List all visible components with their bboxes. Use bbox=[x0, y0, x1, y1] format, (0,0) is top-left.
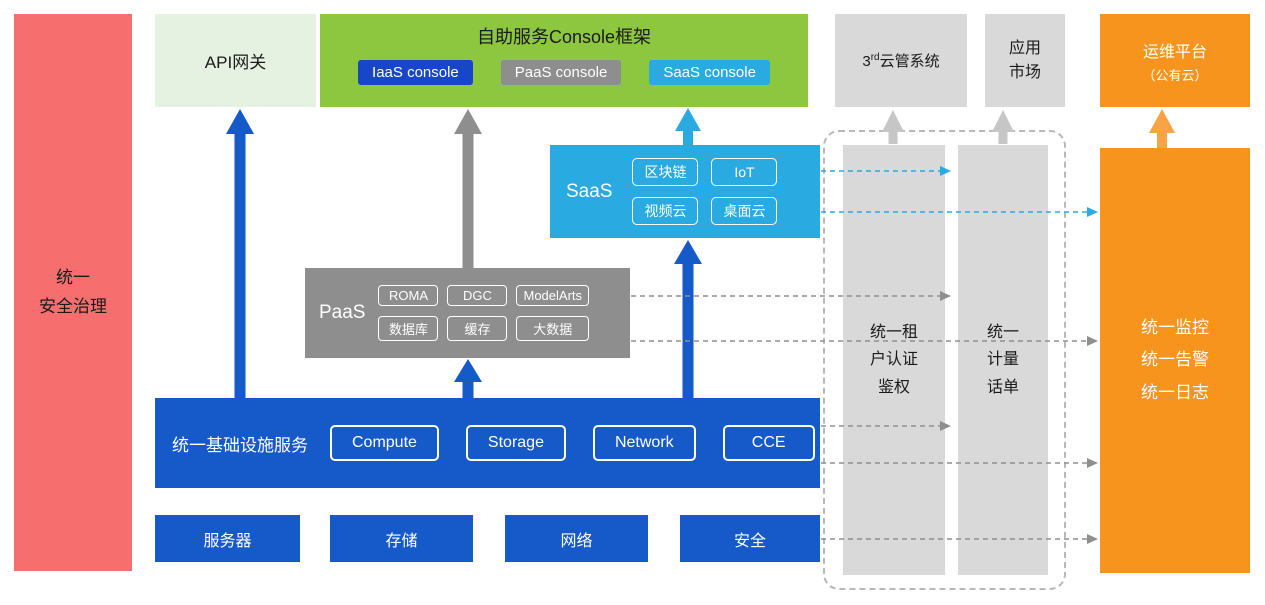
metering-billing-bar: 统一 计量 话单 bbox=[958, 145, 1048, 575]
paas-item-bigdata: 大数据 bbox=[516, 316, 590, 341]
console-chip-row: IaaS console PaaS console SaaS console bbox=[358, 60, 770, 85]
resource-storage-box: 存储 bbox=[330, 515, 473, 562]
arrow-infra-to-paas bbox=[454, 359, 482, 398]
iaas-console-chip: IaaS console bbox=[358, 60, 473, 85]
saas-box: SaaS 区块链 IoT 视频云 桌面云 bbox=[550, 145, 820, 238]
arrow-infra-to-api-gateway bbox=[226, 109, 254, 398]
tenant-services-dashed-container bbox=[823, 130, 1066, 590]
console-frame-box: 自助服务Console框架 IaaS console PaaS console … bbox=[320, 14, 808, 107]
saas-item-grid: 区块链 IoT 视频云 桌面云 bbox=[632, 158, 778, 225]
infrastructure-box: 统一基础设施服务 Compute Storage Network CCE bbox=[155, 398, 820, 488]
saas-item-iot: IoT bbox=[711, 158, 778, 186]
resource-security-box: 安全 bbox=[680, 515, 820, 562]
arrow-monitor-to-ops-platform bbox=[1149, 109, 1175, 148]
api-gateway-label: API网关 bbox=[204, 53, 267, 72]
monitor-alarm-log-bar: 统一监控 统一告警 统一日志 bbox=[1100, 148, 1250, 573]
paas-item-database: 数据库 bbox=[378, 316, 439, 341]
paas-console-chip: PaaS console bbox=[500, 60, 622, 85]
paas-label: PaaS bbox=[319, 302, 366, 323]
infra-item-storage: Storage bbox=[465, 425, 566, 461]
paas-item-cache: 缓存 bbox=[447, 316, 508, 341]
infra-item-compute: Compute bbox=[330, 425, 439, 461]
arrow-paas-to-console bbox=[454, 109, 482, 268]
resource-server-box: 服务器 bbox=[155, 515, 300, 562]
security-governance-bar: 统一 安全治理 bbox=[14, 14, 132, 571]
infra-item-cce: CCE bbox=[722, 425, 815, 461]
security-governance-label: 统一 安全治理 bbox=[39, 267, 107, 316]
third-party-cloud-box: 3rd云管系统 bbox=[835, 14, 967, 107]
paas-item-grid: ROMA DGC ModelArts 数据库 缓存 大数据 bbox=[378, 285, 590, 341]
app-market-label: 应用 市场 bbox=[1008, 39, 1041, 81]
ops-platform-box: 运维平台 （公有云） bbox=[1100, 14, 1250, 107]
saas-console-chip: SaaS console bbox=[649, 60, 770, 85]
ops-platform-subtitle: （公有云） bbox=[1142, 67, 1208, 83]
tenant-auth-label: 统一租 户认证 鉴权 bbox=[869, 324, 918, 396]
saas-item-desktop-cloud: 桌面云 bbox=[711, 197, 778, 225]
api-gateway-box: API网关 bbox=[155, 14, 316, 107]
saas-label: SaaS bbox=[566, 180, 613, 202]
resource-network-box: 网络 bbox=[505, 515, 648, 562]
infrastructure-item-row: Compute Storage Network CCE bbox=[330, 425, 815, 461]
infrastructure-label: 统一基础设施服务 bbox=[172, 435, 308, 455]
saas-item-blockchain: 区块链 bbox=[632, 158, 699, 186]
console-frame-title: 自助服务Console框架 bbox=[476, 27, 652, 47]
third-party-cloud-label: 3rd云管系统 bbox=[862, 52, 940, 70]
paas-item-modelarts: ModelArts bbox=[516, 285, 590, 306]
arrow-saas-to-console bbox=[675, 108, 701, 146]
paas-box: PaaS ROMA DGC ModelArts 数据库 缓存 大数据 bbox=[305, 268, 630, 358]
arrow-infra-to-saas bbox=[674, 240, 702, 398]
infra-item-network: Network bbox=[592, 425, 696, 461]
paas-item-roma: ROMA bbox=[378, 285, 439, 306]
app-market-box: 应用 市场 bbox=[985, 14, 1065, 107]
ops-platform-title: 运维平台 bbox=[1142, 43, 1207, 61]
paas-item-dgc: DGC bbox=[447, 285, 508, 306]
saas-item-video-cloud: 视频云 bbox=[632, 197, 699, 225]
tenant-auth-bar: 统一租 户认证 鉴权 bbox=[843, 145, 945, 575]
monitor-alarm-log-label: 统一监控 统一告警 统一日志 bbox=[1141, 318, 1209, 402]
metering-billing-label: 统一 计量 话单 bbox=[986, 324, 1019, 396]
